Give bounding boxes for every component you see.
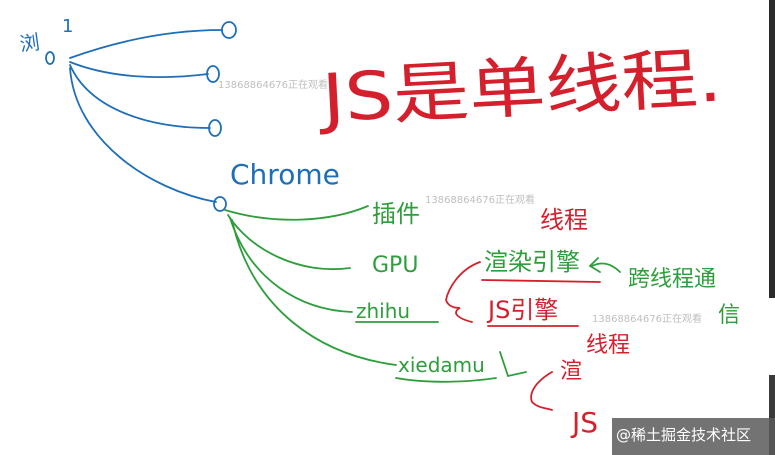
cross-thread-label-line2: 信 <box>718 303 740 328</box>
render-short-label: 渲 <box>560 359 582 384</box>
right-edge-strip <box>769 0 775 298</box>
viewer-watermark: 13868864676正在观看 <box>425 193 535 206</box>
branch-chrome <box>69 67 217 203</box>
right-edge-strip-lower <box>769 375 775 455</box>
cross-thread-label-line1: 跨线程通 <box>628 267 716 292</box>
cross-thread-arrow <box>588 257 621 273</box>
branch-tab-3 <box>69 64 211 129</box>
xiedamu-bracket <box>530 371 553 411</box>
red-brackets <box>445 261 601 411</box>
branch-tab-1 <box>69 29 223 59</box>
branch-gpu <box>227 214 351 270</box>
browser-root-label: 浏 <box>18 30 41 57</box>
branch-zhihu <box>229 217 353 313</box>
viewer-watermark: 13868864676正在观看 <box>592 312 702 325</box>
xiedamu-label: xiedamu <box>398 353 485 377</box>
root-tick-label: 1 <box>62 16 73 37</box>
branch-xiedamu <box>231 219 397 366</box>
tab-node-2 <box>206 65 220 83</box>
footer-badge <box>612 418 775 455</box>
thread-label-bottom: 线程 <box>586 333 630 358</box>
zhihu-bracket <box>445 261 481 323</box>
thread-label-top: 线程 <box>540 206 588 234</box>
render-engine-underline <box>481 279 601 283</box>
tab-node-3 <box>208 119 222 137</box>
chrome-label: Chrome <box>230 158 340 191</box>
branch-plugin <box>224 205 369 221</box>
js-short-label: JS <box>570 406 598 439</box>
footer-text: @稀土掘金技术社区 <box>616 426 752 444</box>
green-tree <box>224 205 621 383</box>
gpu-label: GPU <box>372 253 418 278</box>
chrome-node <box>213 196 227 212</box>
xiedamu-underline <box>395 377 497 383</box>
plugin-label: 插件 <box>372 200 420 228</box>
zhihu-label: zhihu <box>356 299 410 323</box>
js-engine-label: JS引擎 <box>486 296 558 324</box>
root-node <box>45 51 55 65</box>
title-js-single-thread: JS是单线程. <box>316 39 724 137</box>
branch-tab-2 <box>69 61 209 79</box>
tab-node-1 <box>221 21 237 39</box>
viewer-watermark: 13868864676正在观看 <box>218 78 328 91</box>
xiedamu-tail <box>499 351 527 378</box>
render-engine-label: 渲染引擎 <box>484 248 580 276</box>
blue-tree <box>45 21 237 212</box>
